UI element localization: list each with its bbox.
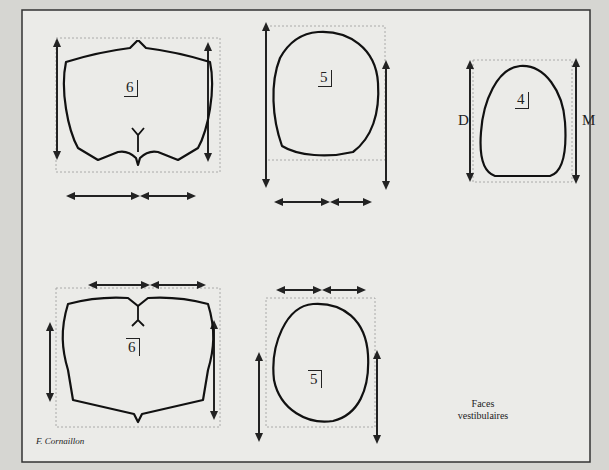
dimension-arrow-head — [262, 22, 270, 31]
side-label: M — [582, 112, 595, 129]
dimension-arrow-head — [572, 175, 580, 184]
tooth-outline: 6 — [58, 40, 218, 170]
dimension-arrow-head — [357, 286, 366, 294]
dimension-arrow-head — [46, 322, 54, 331]
dimension-arrows — [46, 22, 580, 444]
dimension-arrow — [265, 31, 267, 179]
tooth-number: 5 — [318, 70, 332, 87]
dimension-arrow-head — [197, 281, 206, 289]
dimension-arrow — [339, 201, 363, 203]
dimension-arrow-head — [322, 286, 331, 294]
dimension-arrow-head — [382, 181, 390, 190]
tooth-shape — [268, 300, 373, 425]
dimension-arrow-head — [204, 42, 212, 51]
dimension-arrow-head — [53, 38, 61, 47]
tooth-contour — [273, 304, 368, 422]
guide-box — [266, 298, 375, 427]
dimension-arrow-head — [274, 198, 283, 206]
tooth-number: 5 — [308, 370, 322, 388]
root-furcation — [132, 306, 144, 326]
dimension-arrow — [376, 359, 378, 435]
dimension-arrow-head — [321, 198, 330, 206]
dimension-arrow-head — [466, 173, 474, 182]
tooth-shape — [268, 28, 383, 158]
tooth-outline: 5 — [268, 300, 373, 425]
dimension-arrow-head — [131, 192, 140, 200]
dimension-arrow-head — [150, 281, 159, 289]
tooth-contour — [63, 298, 214, 422]
dimension-arrow — [469, 69, 471, 173]
tooth-contour — [64, 40, 212, 165]
dimension-arrow-head — [313, 286, 322, 294]
dimension-arrow-head — [466, 60, 474, 69]
dimension-arrow-head — [330, 198, 339, 206]
guide-box — [56, 288, 220, 427]
dimension-arrow — [575, 67, 577, 175]
tooth-number: 4 — [515, 92, 529, 109]
dimension-arrow-head — [141, 281, 150, 289]
dimension-arrow-head — [204, 153, 212, 162]
dimension-arrow-head — [363, 198, 372, 206]
guide-box — [56, 38, 220, 172]
tooth-outline: 4 — [475, 62, 570, 180]
dimension-arrow — [56, 47, 58, 151]
root-furcation — [132, 128, 144, 152]
dimension-arrow-head — [262, 179, 270, 188]
dimension-arrow-head — [88, 281, 97, 289]
dimension-arrow — [285, 289, 313, 291]
dimension-arrow-head — [66, 192, 75, 200]
signature: F. Cornaillon — [36, 436, 84, 446]
guide-box — [473, 60, 572, 182]
dimension-arrow — [258, 361, 260, 433]
dimension-arrow-head — [140, 192, 149, 200]
dimension-arrow — [207, 51, 209, 153]
dimension-arrow — [97, 284, 141, 286]
dimension-arrow — [331, 289, 357, 291]
dimension-arrow-head — [255, 433, 263, 442]
dimension-arrow — [385, 69, 387, 181]
dimension-arrow-head — [373, 435, 381, 444]
tooth-number: 6 — [124, 80, 138, 97]
dimension-arrow-head — [572, 58, 580, 67]
dimension-arrow-head — [53, 151, 61, 160]
frame — [22, 10, 590, 462]
tooth-shape — [475, 62, 570, 180]
tooth-number: 6 — [126, 338, 140, 356]
dimension-arrow-head — [276, 286, 285, 294]
side-label: D — [458, 112, 469, 129]
dimension-arrow — [283, 201, 321, 203]
dimension-arrow — [49, 331, 51, 393]
tooth-outline: 5 — [268, 28, 383, 158]
dimension-arrow-head — [373, 350, 381, 359]
guide-lines — [56, 26, 572, 427]
dimension-arrow-head — [382, 60, 390, 69]
dimension-arrow — [149, 195, 187, 197]
caption: Faces vestibulaires — [448, 398, 518, 422]
tooth-shape — [58, 40, 218, 170]
tooth-outline: 6 — [58, 290, 218, 425]
dimension-arrow-head — [255, 352, 263, 361]
guide-box — [266, 26, 385, 160]
dimension-arrow — [75, 195, 131, 197]
dimension-arrow-head — [210, 411, 218, 420]
tooth-contour — [481, 66, 566, 176]
dimension-arrow-head — [187, 192, 196, 200]
dimension-arrow — [159, 284, 197, 286]
tooth-shape — [58, 290, 218, 425]
dimension-arrow-head — [46, 393, 54, 402]
tooth-contour — [273, 32, 378, 156]
